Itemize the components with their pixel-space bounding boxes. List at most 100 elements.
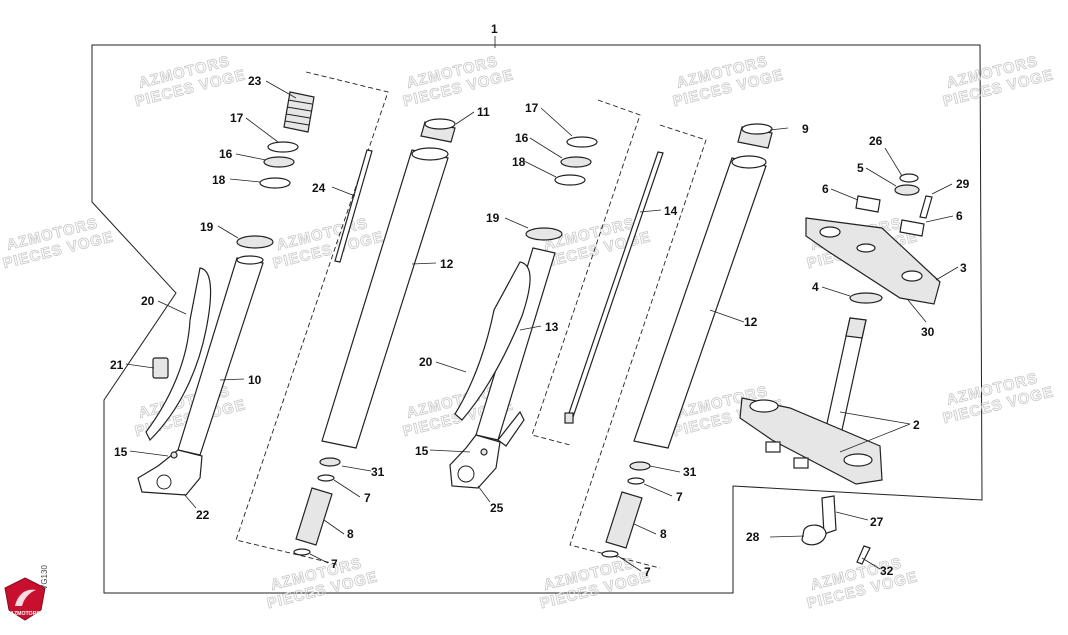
callout-17: 17 bbox=[230, 111, 244, 125]
right-fork-parts bbox=[449, 123, 773, 558]
callout-16: 16 bbox=[219, 147, 233, 161]
fork-lower-tube-top bbox=[236, 255, 264, 265]
handlebar-clamp bbox=[899, 219, 925, 237]
callout-10: 10 bbox=[248, 373, 262, 387]
bleed-screw bbox=[480, 448, 488, 456]
watermark: AZMOTORS PIECES VOGE bbox=[133, 52, 248, 110]
callout-20: 20 bbox=[141, 294, 155, 308]
callout-6: 6 bbox=[956, 209, 963, 223]
callout-18: 18 bbox=[512, 155, 526, 169]
callout-28: 28 bbox=[746, 530, 760, 544]
fork-bottom-casting bbox=[137, 449, 203, 496]
callout-7: 7 bbox=[644, 565, 651, 579]
callout-12: 12 bbox=[440, 257, 454, 271]
callout-19: 19 bbox=[486, 211, 500, 225]
callout-2: 2 bbox=[913, 418, 920, 432]
upper-triple-clamp bbox=[805, 217, 941, 305]
callout-12: 12 bbox=[744, 315, 758, 329]
callout-24: 24 bbox=[312, 181, 326, 195]
fork-outer-tube-top bbox=[411, 147, 449, 161]
hose-clip bbox=[801, 524, 827, 546]
callout-1: 1 bbox=[491, 22, 498, 36]
washer bbox=[629, 461, 651, 471]
washer-bottom bbox=[293, 548, 311, 556]
logo-text: AZMOTORS bbox=[10, 611, 40, 617]
fork-guard bbox=[145, 267, 212, 442]
stem-nut bbox=[894, 184, 920, 196]
watermark: AZMOTORS PIECES VOGE bbox=[941, 369, 1056, 427]
stop-block bbox=[793, 457, 809, 469]
watermark: AZMOTORS PIECES VOGE bbox=[671, 52, 786, 110]
cap-top bbox=[741, 123, 773, 135]
stem-hole bbox=[856, 243, 876, 253]
handlebar-clamp bbox=[855, 195, 881, 213]
fork-bushing bbox=[236, 235, 274, 249]
oil-seal-ring bbox=[566, 136, 598, 148]
caliper-mount bbox=[497, 410, 525, 447]
fork-bottom-casting bbox=[449, 434, 501, 489]
callout-3: 3 bbox=[960, 261, 967, 275]
callout-7: 7 bbox=[364, 491, 371, 505]
callout-11: 11 bbox=[477, 105, 490, 119]
watermark: AZMOTORS PIECES VOGE bbox=[941, 52, 1056, 110]
callout-25: 25 bbox=[490, 501, 504, 515]
dust-seal-ring bbox=[263, 156, 295, 168]
callout-31: 31 bbox=[371, 465, 385, 479]
callout-15: 15 bbox=[114, 445, 128, 459]
fork-slider bbox=[295, 487, 333, 546]
triple-clamp-parts bbox=[739, 173, 941, 565]
callout-8: 8 bbox=[347, 527, 354, 541]
damper-rod bbox=[334, 149, 373, 263]
hose-bracket bbox=[152, 357, 169, 379]
watermark: AZMOTORS PIECES VOGE bbox=[271, 214, 386, 272]
clamp-hole bbox=[749, 399, 779, 413]
axle-hole bbox=[156, 474, 172, 490]
watermark: AZMOTORS PIECES VOGE bbox=[538, 554, 653, 612]
callout-9: 9 bbox=[802, 122, 809, 136]
callout-32: 32 bbox=[880, 564, 894, 578]
retaining-clip bbox=[259, 177, 291, 189]
callout-18: 18 bbox=[212, 173, 226, 187]
callout-20: 20 bbox=[419, 355, 433, 369]
callout-7: 7 bbox=[331, 557, 338, 571]
callout-labels: 1 2 3 4 5 6 6 7 7 7 7 8 8 9 10 11 12 12 … bbox=[110, 22, 970, 579]
callout-17: 17 bbox=[525, 101, 539, 115]
callout-31: 31 bbox=[683, 465, 697, 479]
callout-27: 27 bbox=[870, 515, 884, 529]
callout-4: 4 bbox=[812, 280, 819, 294]
assembly-axis-left bbox=[235, 71, 389, 566]
bleed-screw bbox=[170, 451, 178, 459]
fork-outer-tube-top bbox=[731, 155, 767, 169]
dust-seal-ring bbox=[560, 156, 592, 168]
washer bbox=[319, 457, 341, 467]
oil-seal-ring bbox=[267, 141, 299, 153]
washer-small bbox=[627, 477, 645, 485]
callout-21: 21 bbox=[110, 358, 124, 372]
cap-top bbox=[424, 118, 456, 130]
callout-30: 30 bbox=[921, 325, 935, 339]
callout-15: 15 bbox=[415, 444, 429, 458]
washer-small bbox=[317, 474, 335, 482]
clamp-hole bbox=[901, 270, 923, 282]
clamp-hole bbox=[843, 453, 873, 467]
callout-8: 8 bbox=[660, 527, 667, 541]
fork-bushing bbox=[525, 227, 563, 241]
callout-13: 13 bbox=[545, 320, 559, 334]
clamp-hole bbox=[819, 226, 841, 238]
fork-guard bbox=[454, 261, 531, 421]
fork-spring bbox=[283, 91, 315, 133]
assembly-outline bbox=[91, 44, 983, 594]
damper-rod-long bbox=[566, 151, 664, 421]
axle-hole bbox=[457, 465, 475, 483]
left-fork-parts bbox=[137, 91, 456, 556]
callout-16: 16 bbox=[515, 131, 529, 145]
retaining-clip bbox=[554, 174, 586, 186]
callout-6: 6 bbox=[822, 182, 829, 196]
washer-bottom bbox=[601, 550, 619, 558]
watermark: AZMOTORS PIECES VOGE bbox=[265, 554, 380, 612]
fork-slider bbox=[605, 491, 643, 549]
callout-29: 29 bbox=[956, 177, 970, 191]
damper-rod-end bbox=[564, 412, 574, 424]
